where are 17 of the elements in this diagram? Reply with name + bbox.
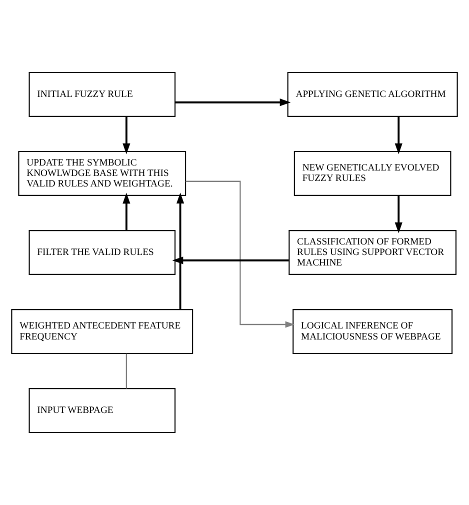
connector bbox=[126, 354, 127, 389]
node-box: CLASSIFICATION OF FORMED RULES USING SUPPORT VECTOR MACHINE bbox=[288, 230, 456, 275]
node-box: FILTER THE VALID RULES bbox=[28, 230, 176, 275]
arrow bbox=[176, 192, 184, 310]
node-box: NEW GENETICALLY EVOLVED FUZZY RULES bbox=[294, 151, 452, 196]
arrow bbox=[394, 116, 402, 154]
node-box: INPUT WEBPAGE bbox=[28, 388, 176, 434]
arrow bbox=[122, 116, 130, 154]
node-box: WEIGHTED ANTECEDENT FEATURE FREQUENCY bbox=[11, 309, 194, 354]
node-box: LOGICAL INFERENCE OF MALICIOUSNESS OF WEBPAGE bbox=[292, 309, 453, 354]
node-box: INITIAL FUZZY RULE bbox=[28, 72, 176, 117]
node-box: APPLYING GENETIC ALGORITHM bbox=[287, 72, 458, 117]
arrow bbox=[394, 196, 402, 234]
node-box: UPDATE THE SYMBOLIC KNOWLWDGE BASE WITH THIS VALID RULES AND WEIGHTAGE. bbox=[18, 151, 186, 196]
arrow bbox=[175, 98, 291, 106]
arrow bbox=[122, 192, 130, 230]
arrow bbox=[186, 180, 295, 328]
